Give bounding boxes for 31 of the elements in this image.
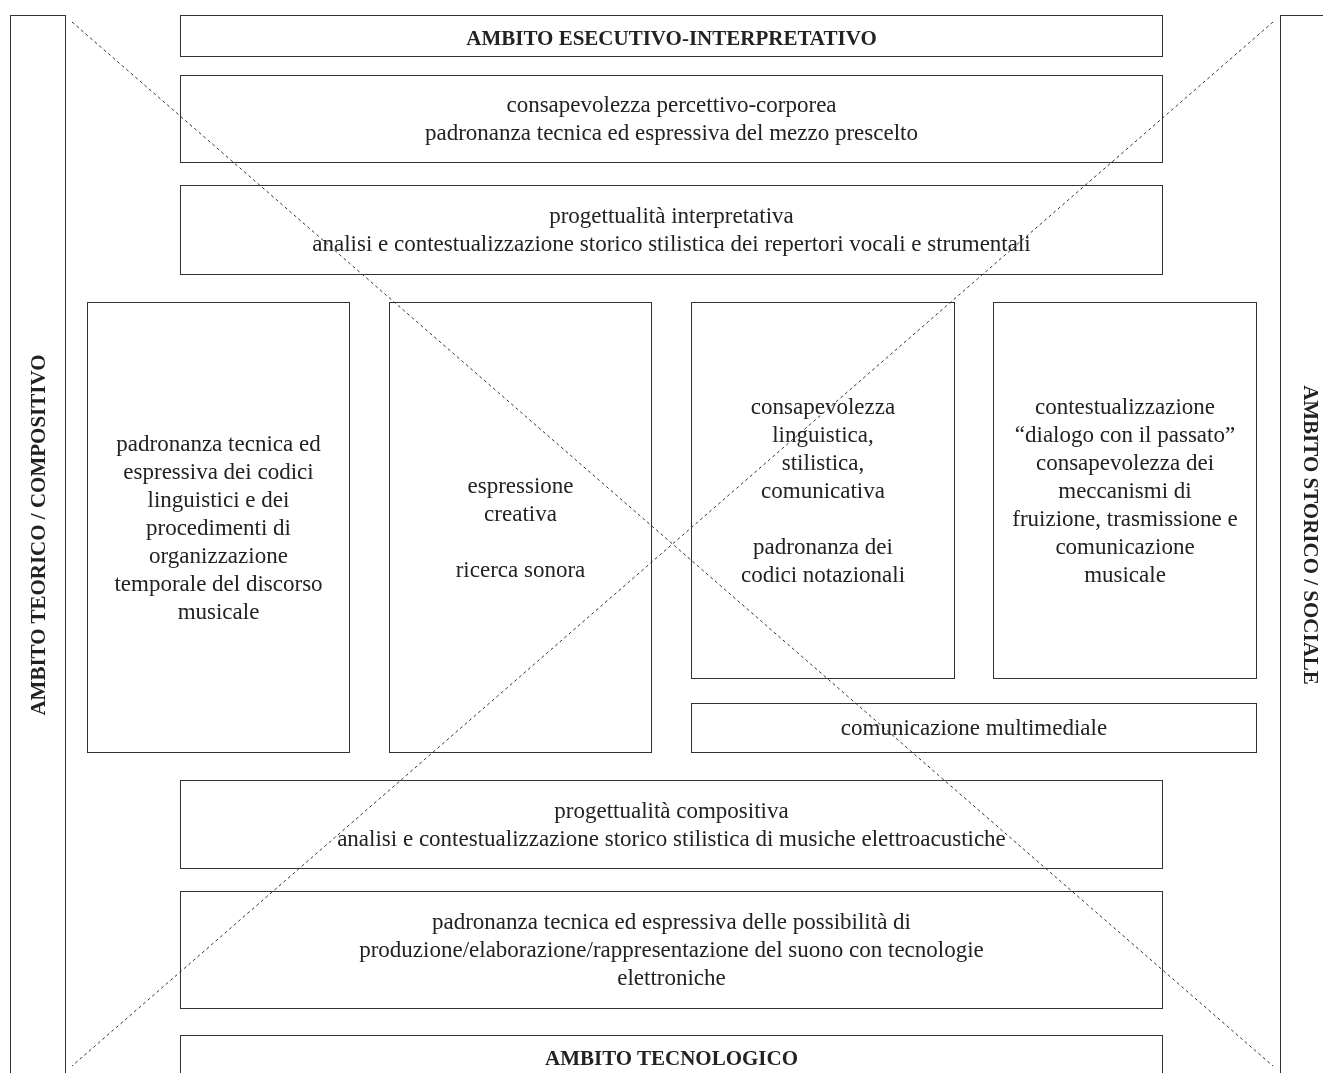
competence-box	[180, 75, 1163, 163]
competence-box	[180, 891, 1163, 1009]
band-heading: AMBITO TEORICO / COMPOSITIVO	[25, 353, 51, 718]
competence-text: analisi e contestualizzazione storico stilistica dei repertori vocali e strumentali	[312, 230, 1031, 258]
competence-text: padronanza tecnica ed espressiva del mezzo prescelto	[425, 119, 918, 147]
competence-text: consapevolezza linguistica, stilistica, comunicativa	[749, 392, 897, 505]
competence-box	[180, 185, 1163, 275]
competence-box	[180, 780, 1163, 869]
competence-text: padronanza tecnica ed espressiva delle possibilità di produzione/elaborazione/rappresentazione del suono con tecnologie elettroniche	[358, 908, 985, 992]
band-heading: AMBITO STORICO / SOCIALE	[1297, 384, 1323, 687]
competence-text: comunicazione multimediale	[840, 714, 1108, 742]
competence-text: padronanza dei codici notazionali	[739, 532, 907, 589]
competence-text: consapevolezza percettivo-corporea	[506, 91, 837, 119]
competence-text: padronanza tecnica ed espressiva dei codici linguistici e dei procedimenti di organizzazione temporale del discorso musicale	[113, 429, 324, 626]
competence-text: progettualità interpretativa	[549, 202, 794, 230]
competence-box	[389, 302, 652, 753]
competence-text: ricerca sonora	[455, 555, 586, 584]
area-heading: AMBITO TECNOLOGICO	[545, 1045, 798, 1072]
competence-text: analisi e contestualizzazione storico stilistica di musiche elettroacustiche	[337, 824, 1006, 853]
competence-text: progettualità compositiva	[554, 796, 789, 825]
competence-box	[691, 302, 955, 679]
competence-box	[87, 302, 350, 753]
competence-text: consapevolezza dei meccanismi di fruizione, trasmissione e comunicazione musicale	[1012, 448, 1238, 589]
side-band	[10, 15, 66, 1073]
area-heading-box	[180, 15, 1163, 57]
competence-text: contestualizzazione “dialogo con il passato”	[1013, 392, 1237, 449]
competence-box	[691, 703, 1257, 753]
competence-box	[993, 302, 1257, 679]
competence-text: espressione creativa	[466, 471, 575, 528]
side-band	[1280, 15, 1323, 1073]
area-heading: AMBITO ESECUTIVO-INTERPRETATIVO	[466, 25, 877, 52]
